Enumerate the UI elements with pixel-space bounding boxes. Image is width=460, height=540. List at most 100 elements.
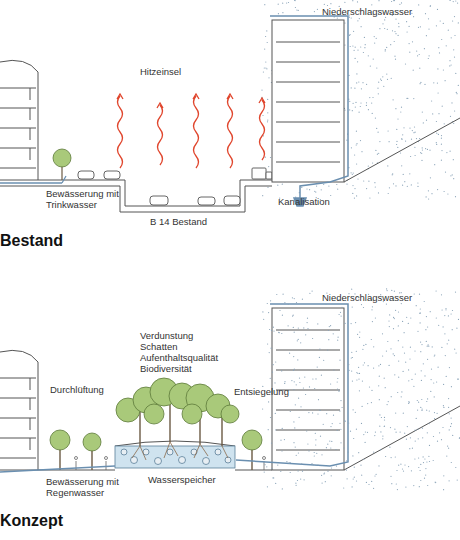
heat-island-label: Hitzeinsel <box>140 66 181 77</box>
rain-dot <box>403 471 404 472</box>
rain-dot <box>346 460 347 461</box>
rain-dot <box>380 364 381 365</box>
rain-dot <box>456 93 457 94</box>
rain-dot <box>398 465 399 466</box>
rain-dot <box>384 19 385 20</box>
rain-dot <box>428 346 429 347</box>
rain-dot <box>302 471 303 472</box>
rain-dot <box>388 130 389 131</box>
rain-dot <box>414 458 415 459</box>
rain-dot <box>371 390 372 391</box>
rain-dot <box>434 418 435 419</box>
rain-dot <box>431 379 432 380</box>
rain-dot <box>453 49 454 50</box>
rain-dot <box>344 44 345 45</box>
rain-dot <box>365 431 366 432</box>
heat-waves-part <box>259 98 265 160</box>
rain-dot <box>451 423 452 424</box>
roots <box>132 442 228 460</box>
rain-dot <box>353 31 354 32</box>
rain-dot <box>355 102 356 103</box>
rain-dot <box>409 358 410 359</box>
rain-dot <box>412 130 413 131</box>
rain-dot <box>432 346 433 347</box>
rain-dot <box>280 440 281 441</box>
rain-dot <box>391 78 392 79</box>
rain-dot <box>422 437 423 438</box>
rain-dot <box>425 13 426 14</box>
rain-dot <box>413 98 414 99</box>
rain-dot <box>456 352 457 353</box>
rain-dot <box>413 70 414 71</box>
rain-dot <box>378 0 379 1</box>
rain-dot <box>419 138 420 139</box>
rain-dot <box>425 329 426 330</box>
rain-dot <box>390 476 391 477</box>
rain-dot <box>300 342 301 343</box>
rain-dot <box>360 106 361 107</box>
rain-dot <box>451 462 452 463</box>
rain-dot <box>322 483 323 484</box>
ground-line-part <box>115 441 235 446</box>
rain-dot <box>415 132 416 133</box>
rain-dot <box>366 84 367 85</box>
sewer-pipe <box>270 16 348 206</box>
unsealing-label: Entsiegelung <box>234 386 289 397</box>
rain-dot <box>419 54 420 55</box>
rain-dot <box>297 359 298 360</box>
rain-dot <box>330 383 331 384</box>
rain-dot <box>400 111 401 112</box>
rain-dot <box>400 464 401 465</box>
rain-dot <box>414 350 415 351</box>
rain-dot <box>451 64 452 65</box>
rain-dot <box>355 412 356 413</box>
rain-dot <box>330 195 331 196</box>
tree-trunks-part <box>169 400 170 442</box>
rain-dot <box>420 26 421 27</box>
rain-dot <box>264 472 265 473</box>
rain-dot <box>408 403 409 404</box>
rain-dot <box>450 151 451 152</box>
rain-dot <box>391 457 392 458</box>
rain-dot <box>391 483 392 484</box>
rain-dot <box>409 52 410 53</box>
rain-dot <box>356 429 357 430</box>
rain-dot <box>351 17 352 18</box>
rain-dot <box>311 463 312 464</box>
rain-label: Niederschlagswasser <box>322 292 412 303</box>
rain-dot <box>358 81 359 82</box>
rain-dot <box>359 373 360 374</box>
cars-part <box>150 196 168 205</box>
heat-waves-part <box>157 103 163 165</box>
tree-trunks-part <box>251 448 252 470</box>
rain-dot <box>376 128 377 129</box>
rain-dot <box>411 184 412 185</box>
rain-dot <box>389 314 390 315</box>
rain-dot <box>400 152 401 153</box>
rain-dot <box>288 304 289 305</box>
rain-dot <box>277 185 278 186</box>
rain-dot <box>296 485 297 486</box>
rain-dot <box>292 316 293 317</box>
rain-dot <box>451 313 452 314</box>
rain-dot <box>416 138 417 139</box>
rain-dot <box>327 471 328 472</box>
rain-dot <box>405 362 406 363</box>
rain-dot <box>308 450 309 451</box>
rain-dot <box>352 455 353 456</box>
rain-dot <box>371 103 372 104</box>
rain-dot <box>398 35 399 36</box>
rain-dot <box>295 404 296 405</box>
rain-dot <box>429 150 430 151</box>
rain-dot <box>366 482 367 483</box>
rain-dot <box>354 477 355 478</box>
rain-dot <box>441 138 442 139</box>
rain-dot <box>263 319 264 320</box>
rain-dot <box>304 377 305 378</box>
rain-dot <box>317 413 318 414</box>
rain-dot <box>393 328 394 329</box>
rain-dot <box>457 480 458 481</box>
rain-dot <box>410 317 411 318</box>
rain-dot <box>420 351 421 352</box>
rain-dot <box>266 68 267 69</box>
